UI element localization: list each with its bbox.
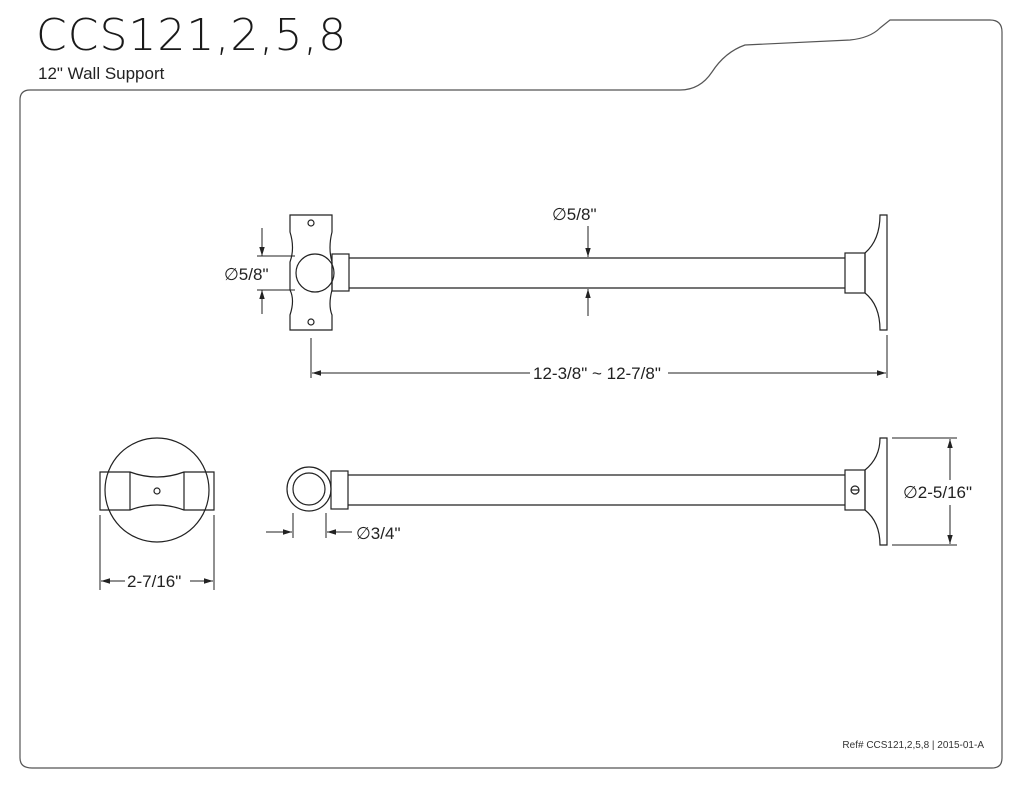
top-view-dimensions <box>257 226 888 378</box>
end-view-dimensions <box>99 515 215 590</box>
screw-hole-bottom <box>307 318 315 326</box>
dim-bracket-width: 2-7/16" <box>127 572 181 591</box>
left-collar <box>331 253 350 292</box>
screw-hole-top <box>307 219 315 227</box>
end-screw-hole <box>153 487 161 495</box>
model-number: CCS121,2,5,8 <box>36 10 348 61</box>
product-description: 12" Wall Support <box>38 64 165 83</box>
ring-inner <box>292 472 326 506</box>
side-view-dimensions <box>266 437 957 546</box>
right-flange <box>864 214 888 331</box>
side-view <box>286 437 888 546</box>
dim-tube-diameter: ∅5/8" <box>552 205 596 224</box>
top-view <box>289 214 888 331</box>
end-flange <box>104 437 210 543</box>
dim-length: 12-3/8" ~ 12-7/8" <box>533 364 661 383</box>
dim-flange-diameter: ∅2-5/16" <box>903 483 972 502</box>
tee-ring <box>295 253 335 293</box>
dim-ring-diameter: ∅3/4" <box>356 524 400 543</box>
right-collar <box>844 252 866 294</box>
end-view <box>99 437 215 543</box>
side-collar-left <box>330 470 349 510</box>
ring-outer <box>286 466 332 512</box>
end-bracket <box>99 471 215 511</box>
drawing-border <box>19 19 1003 769</box>
side-flange <box>864 437 888 546</box>
reference-number: Ref# CCS121,2,5,8 | 2015-01-A <box>842 740 984 751</box>
left-bracket-plate <box>289 214 333 331</box>
dim-tee-diameter: ∅5/8" <box>224 265 268 284</box>
